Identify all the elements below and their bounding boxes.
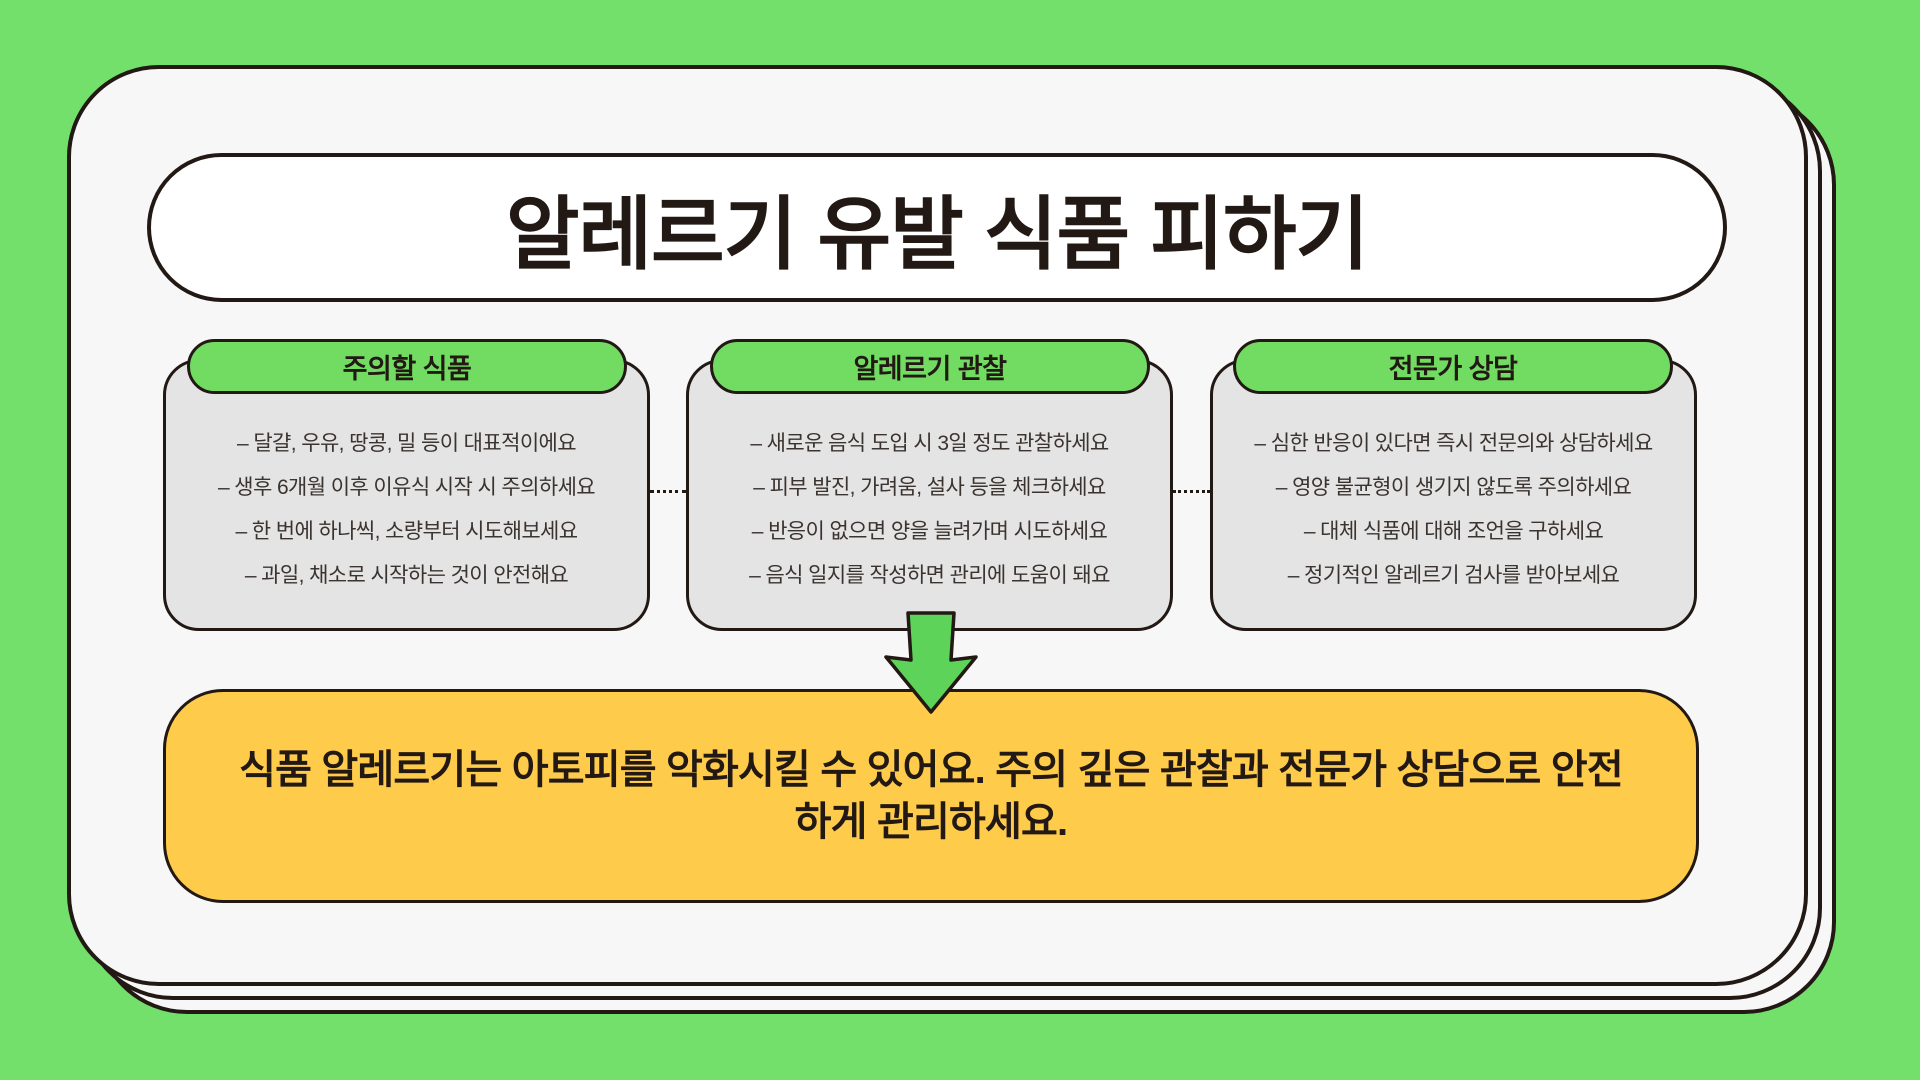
list-item: – 영양 불균형이 생기지 않도록 주의하세요 [1275,476,1632,499]
list-item: – 달걀, 우유, 땅콩, 밀 등이 대표적이에요 [237,432,577,455]
summary-callout: 식품 알레르기는 아토피를 악화시킬 수 있어요. 주의 깊은 관찰과 전문가 … [163,689,1699,903]
arrow-down-icon [884,611,978,714]
column-heading-tab-2: 알레르기 관찰 [710,339,1150,394]
dotted-connector [650,490,686,493]
column-panel-2: – 새로운 음식 도입 시 3일 정도 관찰하세요 – 피부 발진, 가려움, … [686,359,1173,631]
column-list: – 새로운 음식 도입 시 3일 정도 관찰하세요 – 피부 발진, 가려움, … [689,422,1170,598]
page-title: 알레르기 유발 식품 피하기 [505,189,1369,279]
list-item: – 심한 반응이 있다면 즉시 전문의와 상담하세요 [1254,432,1653,455]
list-item: – 음식 일지를 작성하면 관리에 도움이 돼요 [749,564,1110,587]
list-item: – 대체 식품에 대해 조언을 구하세요 [1303,520,1604,543]
column-panel-1: – 달걀, 우유, 땅콩, 밀 등이 대표적이에요 – 생후 6개월 이후 이유… [163,359,650,631]
column-list: – 달걀, 우유, 땅콩, 밀 등이 대표적이에요 – 생후 6개월 이후 이유… [166,422,647,598]
column-heading-tab-3: 전문가 상담 [1233,339,1673,394]
list-item: – 정기적인 알레르기 검사를 받아보세요 [1287,564,1620,587]
column-heading: 알레르기 관찰 [853,354,1007,384]
column-list: – 심한 반응이 있다면 즉시 전문의와 상담하세요 – 영양 불균형이 생기지… [1213,422,1694,598]
title-banner: 알레르기 유발 식품 피하기 [147,153,1727,302]
column-panel-3: – 심한 반응이 있다면 즉시 전문의와 상담하세요 – 영양 불균형이 생기지… [1210,359,1697,631]
list-item: – 피부 발진, 가려움, 설사 등을 체크하세요 [753,476,1106,499]
dotted-connector [1173,490,1210,493]
list-item: – 생후 6개월 이후 이유식 시작 시 주의하세요 [217,476,596,499]
column-heading-tab-1: 주의할 식품 [187,339,627,394]
column-heading: 전문가 상담 [1388,354,1518,384]
list-item: – 한 번에 하나씩, 소량부터 시도해보세요 [235,520,578,543]
column-heading: 주의할 식품 [342,354,472,384]
list-item: – 반응이 없으면 양을 늘려가며 시도하세요 [751,520,1108,543]
summary-text: 식품 알레르기는 아토피를 악화시킬 수 있어요. 주의 깊은 관찰과 전문가 … [239,748,1624,844]
list-item: – 과일, 채소로 시작하는 것이 안전해요 [244,564,569,587]
list-item: – 새로운 음식 도입 시 3일 정도 관찰하세요 [750,432,1109,455]
